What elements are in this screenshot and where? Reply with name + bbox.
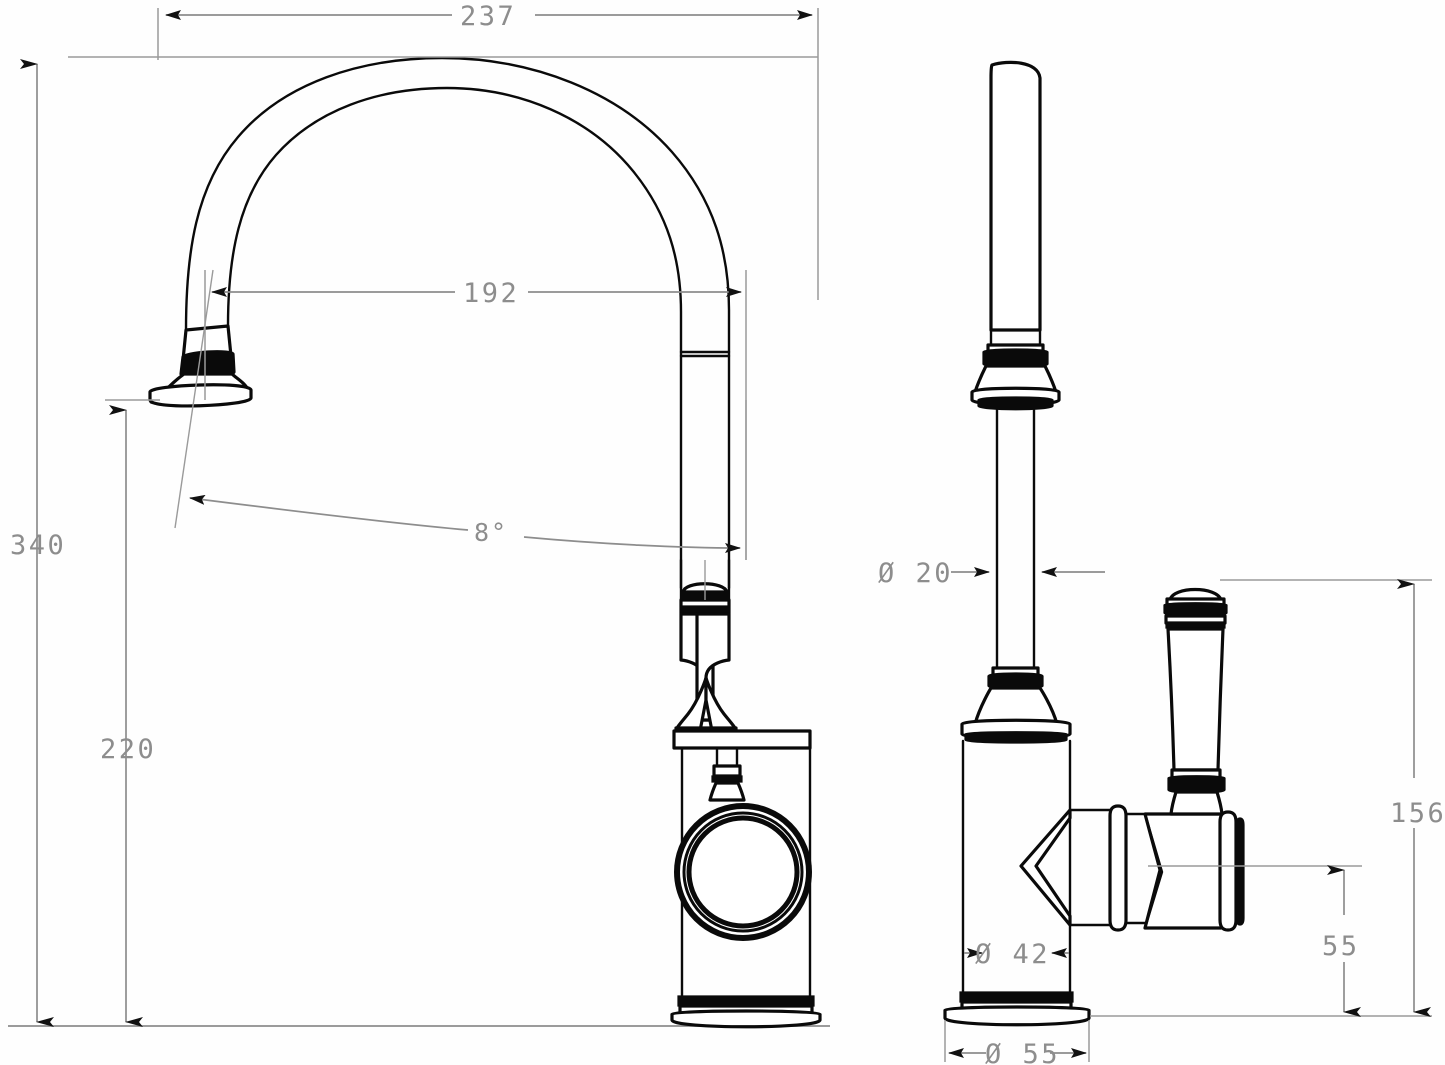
dimension-label-55: 55 — [1322, 931, 1360, 962]
side-view-body — [943, 666, 1245, 1027]
dimension-237: 237 — [157, 1, 819, 300]
dimension-192: 192 — [204, 270, 747, 560]
dimension-label-237: 237 — [460, 1, 516, 32]
dimension-label-156: 156 — [1390, 798, 1445, 829]
side-view-handle — [1163, 588, 1228, 816]
dimension-156: 156 — [1090, 579, 1445, 1017]
dimension-220: 220 — [100, 399, 160, 1027]
dimension-dia55: Ø 55 — [944, 1020, 1090, 1065]
front-view-body — [670, 558, 822, 1029]
dimension-label-dia42: Ø 42 — [975, 939, 1050, 970]
dimension-dia42: Ø 42 — [964, 939, 1069, 970]
dimension-label-dia55: Ø 55 — [985, 1039, 1060, 1065]
dimension-label-220: 220 — [100, 734, 156, 765]
dimension-55: 55 — [1148, 865, 1362, 1017]
dimension-label-192: 192 — [463, 278, 519, 309]
centerline-front-riser — [704, 400, 747, 600]
dimension-label-dia20: Ø 20 — [878, 558, 953, 589]
dimension-dia20: Ø 20 — [878, 558, 1105, 589]
side-view-neck — [970, 60, 1061, 670]
front-view-spout — [148, 56, 731, 602]
dimension-label-340: 340 — [10, 530, 66, 561]
dimension-angle-8: 8° — [174, 269, 741, 553]
dimension-340: 340 — [10, 59, 66, 1027]
dimension-label-8deg: 8° — [474, 518, 508, 547]
